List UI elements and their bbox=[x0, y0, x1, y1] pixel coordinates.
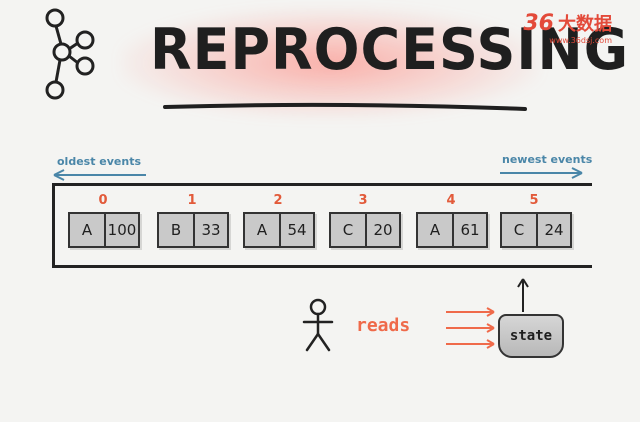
title-underline bbox=[163, 102, 527, 111]
entry-value: 61 bbox=[460, 221, 480, 239]
state-label: state bbox=[509, 328, 553, 344]
newest-events-label: newest events bbox=[502, 153, 593, 166]
offset-label: 1 bbox=[187, 193, 197, 208]
entry-value: 33 bbox=[201, 221, 221, 239]
brand-logo: 36 大数据 www.36dsj.com bbox=[523, 10, 612, 46]
title-highlight bbox=[120, 8, 540, 118]
newest-arrow-icon bbox=[500, 167, 583, 179]
logo-site: www.36dsj.com bbox=[549, 36, 612, 45]
reads-arrows-icon bbox=[446, 307, 495, 349]
logo-name: 大数据 bbox=[558, 14, 612, 35]
offset-label: 4 bbox=[446, 193, 456, 208]
offset-label: 5 bbox=[529, 193, 539, 208]
oldest-events-label: oldest events bbox=[57, 155, 142, 168]
logo-number: 36 bbox=[523, 10, 554, 36]
entry-key: A bbox=[245, 214, 281, 246]
log-entry: A 61 bbox=[416, 212, 488, 248]
entry-value: 24 bbox=[544, 221, 564, 239]
log-entry: C 24 bbox=[500, 212, 572, 248]
person-icon bbox=[302, 298, 334, 352]
up-arrow-icon bbox=[517, 278, 529, 312]
reads-label: reads bbox=[356, 315, 411, 336]
log-entry: C 20 bbox=[329, 212, 401, 248]
event-log bbox=[52, 183, 592, 268]
entry-key: A bbox=[70, 214, 106, 246]
log-entry: A 54 bbox=[243, 212, 315, 248]
entry-value: 54 bbox=[287, 221, 307, 239]
log-entry: B 33 bbox=[157, 212, 229, 248]
log-entry: A 100 bbox=[68, 212, 140, 248]
oldest-arrow-icon bbox=[53, 169, 146, 181]
offset-label: 3 bbox=[358, 193, 368, 208]
state-store: state bbox=[498, 314, 564, 358]
entry-key: C bbox=[331, 214, 367, 246]
entry-value: 20 bbox=[373, 221, 393, 239]
offset-label: 0 bbox=[98, 193, 108, 208]
entry-key: B bbox=[159, 214, 195, 246]
entry-value: 100 bbox=[107, 221, 137, 239]
graph-icon bbox=[45, 8, 95, 100]
entry-key: C bbox=[502, 214, 538, 246]
offset-label: 2 bbox=[273, 193, 283, 208]
page-title: REPROCESSING bbox=[150, 16, 630, 83]
entry-key: A bbox=[418, 214, 454, 246]
